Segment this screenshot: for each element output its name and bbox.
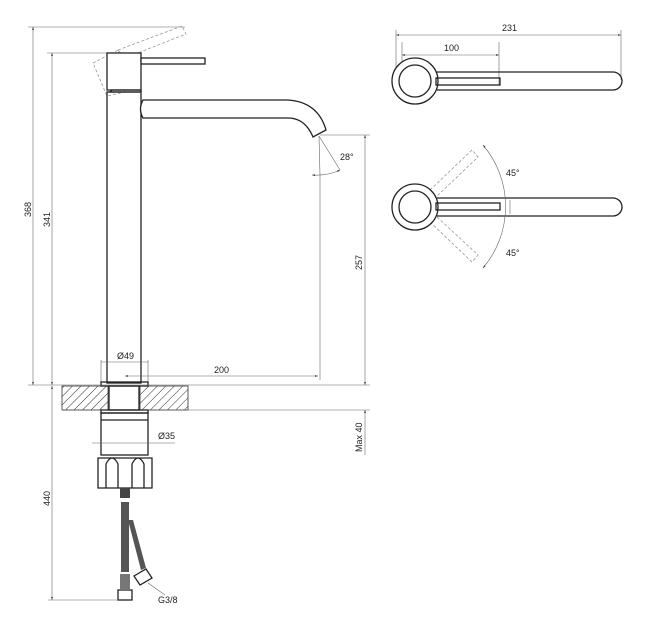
countertop-section	[61, 381, 189, 414]
angle-up: 45°	[506, 168, 520, 178]
dim-hose-length: 440	[42, 491, 52, 506]
dim-spout-angle: 28°	[340, 152, 354, 162]
mounting-shank	[97, 412, 153, 489]
dim-total-height: 368	[23, 202, 33, 217]
flex-hoses	[117, 488, 153, 601]
dim-counter-max: Max 40	[354, 422, 364, 452]
dim-lever-length: 100	[444, 43, 459, 53]
top-view: 231 100	[391, 23, 623, 105]
dim-body-height: 341	[42, 212, 52, 227]
dim-overall-length: 231	[502, 23, 517, 33]
dim-spout-reach: 200	[214, 365, 229, 375]
angle-down: 45°	[506, 248, 520, 258]
dim-shank-diameter: Ø35	[158, 431, 175, 441]
dim-spout-height: 257	[354, 255, 364, 270]
hose-thread: G3/8	[158, 595, 178, 605]
side-view: 368 341 28° 257 200	[23, 25, 370, 605]
faucet-body	[106, 52, 327, 384]
rotation-view: 45° 45°	[391, 144, 623, 269]
dim-body-diameter: Ø49	[117, 351, 134, 361]
